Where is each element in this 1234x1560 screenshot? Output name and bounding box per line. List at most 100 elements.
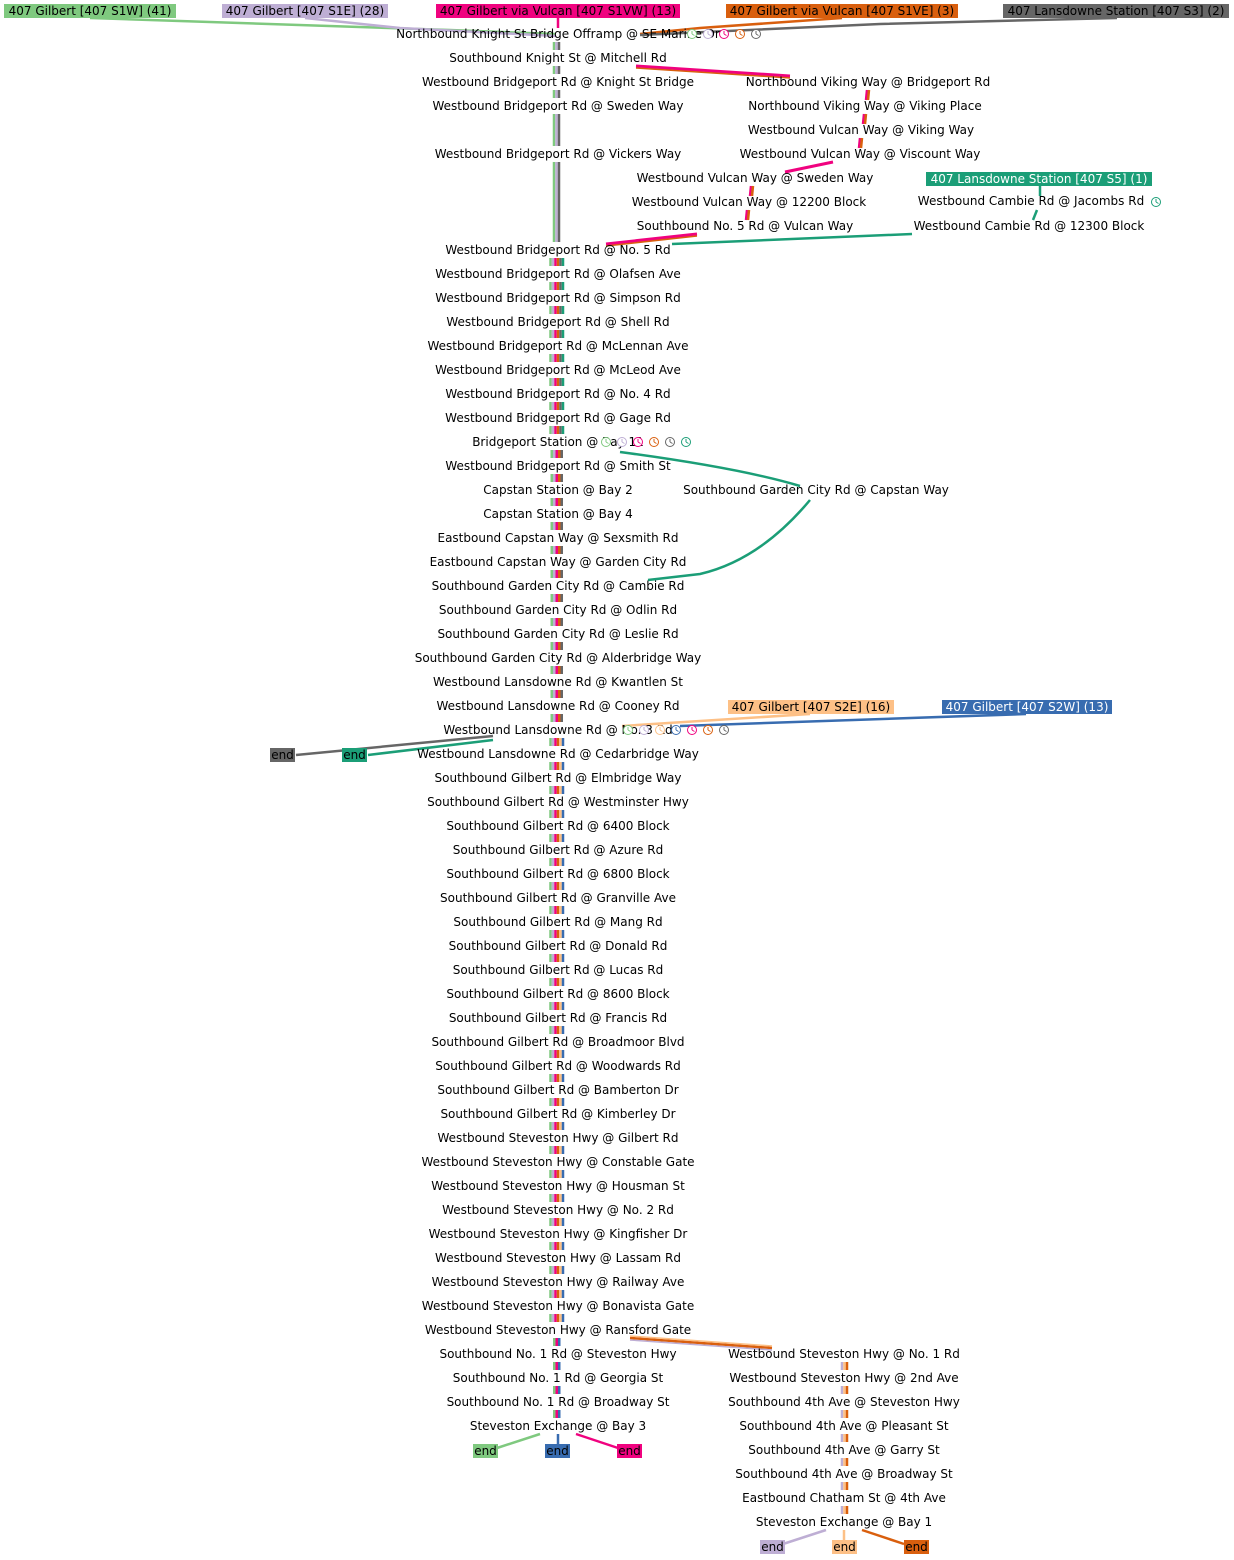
stop-label: Southbound Gilbert Rd @ Bamberton Dr (437, 1083, 678, 1097)
stop-label: Eastbound Chatham St @ 4th Ave (742, 1491, 946, 1505)
stop-label: Southbound Garden City Rd @ Alderbridge … (415, 651, 702, 665)
route-connector (605, 232, 698, 246)
route-label: 407 Lansdowne Station [407 S3] (2) (1008, 4, 1225, 18)
route-connector (619, 450, 801, 488)
stop-label: Westbound Vulcan Way @ Sweden Way (637, 171, 874, 185)
stop-label: Westbound Bridgeport Rd @ Smith St (445, 459, 671, 473)
route-label-box (726, 4, 958, 18)
stop-label: Southbound Garden City Rd @ Cambie Rd (432, 579, 685, 593)
end-tag (342, 748, 367, 762)
route-label: 407 Gilbert via Vulcan [407 S1VE] (3) (730, 4, 954, 18)
stop-label: Southbound No. 1 Rd @ Broadway St (447, 1395, 670, 1409)
stop-label: Steveston Exchange @ Bay 1 (756, 1515, 932, 1529)
route-connector (782, 1528, 827, 1546)
stop-label: Bridgeport Station @ Bay 11 (472, 435, 644, 449)
stop-label: Westbound Steveston Hwy @ Housman St (431, 1179, 685, 1193)
timepoint-icon-hand (691, 727, 695, 732)
route-connectors (89, 16, 1118, 1546)
route-connector (671, 232, 913, 246)
timepoint-icon-hand (627, 727, 631, 732)
stop-label: Westbound Bridgeport Rd @ McLennan Ave (428, 339, 689, 353)
stop-label: Southbound Gilbert Rd @ Mang Rd (453, 915, 662, 929)
stop-label: Southbound Gilbert Rd @ Donald Rd (449, 939, 668, 953)
stop-label: Westbound Steveston Hwy @ No. 2 Rd (442, 1203, 674, 1217)
timepoint-icon-hand (675, 727, 679, 732)
stop-label: Southbound Gilbert Rd @ 6400 Block (446, 819, 669, 833)
end-tag (832, 1540, 857, 1554)
trunk-segment (748, 185, 753, 197)
timepoint-icon-hand (723, 727, 727, 732)
stop-label: Southbound Gilbert Rd @ Broadmoor Blvd (431, 1035, 684, 1049)
route-label-box (1003, 4, 1229, 18)
timepoint-icon-hand (605, 439, 609, 444)
stop-label: Northbound Viking Way @ Bridgeport Rd (746, 75, 990, 89)
route-label-box (926, 172, 1152, 186)
route-label: 407 Lansdowne Station [407 S5] (1) (931, 172, 1148, 186)
timepoint-icon-hand (637, 439, 641, 444)
trunk-segment (746, 209, 751, 221)
route-connector (635, 67, 791, 79)
stop-label: Westbound Steveston Hwy @ Lassam Rd (435, 1251, 681, 1265)
stop-label: Southbound Gilbert Rd @ Kimberley Dr (440, 1107, 675, 1121)
route-connector (367, 738, 494, 757)
stop-label: Westbound Steveston Hwy @ Ransford Gate (425, 1323, 691, 1337)
route-label-box (222, 4, 388, 18)
stop-labels: Northbound Knight St Bridge Offramp @ SE… (396, 27, 1144, 1529)
route-trunk (549, 42, 1042, 1514)
trunk-segment (859, 137, 864, 149)
stop-label: Westbound Bridgeport Rd @ McLeod Ave (435, 363, 681, 377)
timepoint-icon-hand (653, 439, 657, 444)
stop-label: Westbound Steveston Hwy @ No. 1 Rd (728, 1347, 960, 1361)
stop-label: Southbound Gilbert Rd @ Lucas Rd (453, 963, 664, 977)
route-label: 407 Gilbert via Vulcan [407 S1VW] (13) (440, 4, 676, 18)
stop-label: Westbound Bridgeport Rd @ Olafsen Ave (435, 267, 681, 281)
trunk-segment (863, 113, 868, 125)
stop-label: Westbound Bridgeport Rd @ Shell Rd (446, 315, 669, 329)
stop-label: Southbound No. 5 Rd @ Vulcan Way (637, 219, 854, 233)
stop-label: Southbound Gilbert Rd @ 8600 Block (446, 987, 669, 1001)
stop-label: Eastbound Capstan Way @ Sexsmith Rd (437, 531, 678, 545)
route-label-box (728, 700, 894, 714)
trunk-segment (864, 89, 869, 101)
stop-label: Southbound Gilbert Rd @ Woodwards Rd (435, 1059, 680, 1073)
stop-label: Southbound Gilbert Rd @ 6800 Block (446, 867, 669, 881)
route-label: 407 Gilbert [407 S1W] (41) (9, 4, 172, 18)
route-connector (605, 235, 698, 247)
trunk-segment (744, 209, 749, 221)
stop-label: Westbound Lansdowne Rd @ Cooney Rd (436, 699, 679, 713)
route-connector (304, 16, 557, 38)
timepoint-markers (601, 29, 1161, 735)
timepoint-icon-hand (643, 727, 647, 732)
route-connector (629, 1336, 773, 1350)
stop-label: Southbound 4th Ave @ Pleasant St (739, 1419, 949, 1433)
timepoint-icon-hand (739, 31, 743, 36)
stop-label: Westbound Bridgeport Rd @ Sweden Way (432, 99, 683, 113)
timepoint-icon-hand (1155, 199, 1159, 204)
stop-label: Southbound 4th Ave @ Broadway St (735, 1467, 953, 1481)
stop-label: Westbound Cambie Rd @ Jacombs Rd (918, 194, 1144, 208)
stop-label: Southbound 4th Ave @ Steveston Hwy (728, 1395, 960, 1409)
route-connector (861, 1528, 905, 1546)
stop-label: Westbound Bridgeport Rd @ Knight St Brid… (422, 75, 694, 89)
stop-label: Westbound Lansdowne Rd @ No. 3 Rd (443, 723, 672, 737)
end-tag (617, 1444, 642, 1458)
route-connector (635, 64, 791, 78)
stop-label: Westbound Cambie Rd @ 12300 Block (914, 219, 1145, 233)
route-connector (647, 499, 811, 582)
end-label: end (546, 1444, 569, 1458)
route-label: 407 Gilbert [407 S2W] (13) (946, 700, 1109, 714)
route-label: 407 Gilbert [407 S1E] (28) (226, 4, 385, 18)
timepoint-icon-hand (691, 31, 695, 36)
stop-label: Eastbound Capstan Way @ Garden City Rd (430, 555, 687, 569)
end-label: end (618, 1444, 641, 1458)
trunk-segment (861, 113, 866, 125)
stop-label: Westbound Vulcan Way @ 12200 Block (632, 195, 866, 209)
stop-label: Capstan Station @ Bay 2 (483, 483, 633, 497)
route-label-box (436, 4, 680, 18)
end-label: end (474, 1444, 497, 1458)
stop-label: Westbound Vulcan Way @ Viking Way (748, 123, 974, 137)
end-label: end (343, 748, 366, 762)
stop-label: Westbound Steveston Hwy @ Constable Gate (421, 1155, 694, 1169)
stop-label: Southbound Gilbert Rd @ Westminster Hwy (427, 795, 689, 809)
timepoint-icon-hand (669, 439, 673, 444)
